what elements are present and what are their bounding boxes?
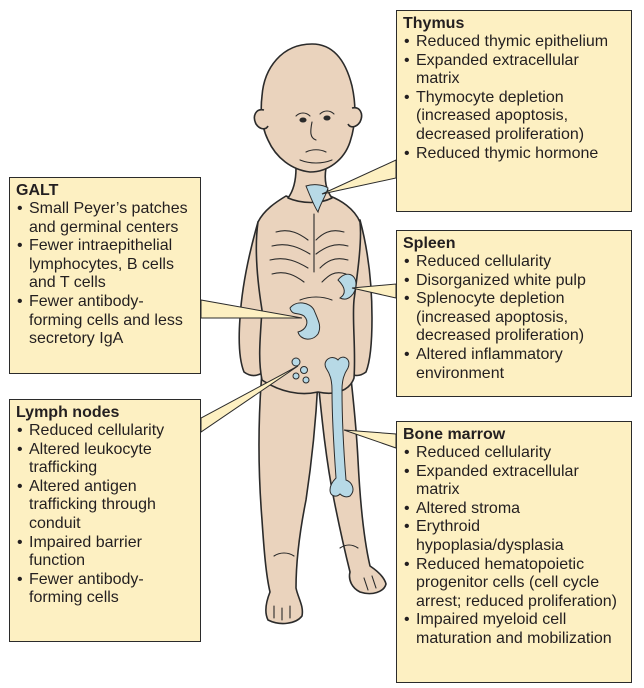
thymus-callout-box: Thymus Reduced thymic epithelium Expande… <box>396 10 632 212</box>
lymph-nodes-callout-box: Lymph nodes Reduced cellularity Altered … <box>9 399 201 642</box>
list-item: Expanded extracellular matrix <box>403 463 626 500</box>
list-item: Thymocyte depletion (increased apoptosis… <box>403 89 626 145</box>
list-item: Reduced hematopoietic progenitor cells (… <box>403 556 626 612</box>
galt-callout-box: GALT Small Peyer’s patches and germinal … <box>9 177 201 374</box>
lymph-node-organ <box>303 377 309 383</box>
list-item: Expanded extracellular matrix <box>403 52 626 89</box>
list-item: Reduced thymic epithelium <box>403 33 626 52</box>
list-item: Altered antigen trafficking through cond… <box>16 478 195 534</box>
list-item: Altered stroma <box>403 500 626 519</box>
spleen-list: Reduced cellularity Disorganized white p… <box>403 253 626 383</box>
lymph-node-organ <box>301 367 308 374</box>
spleen-callout-box: Spleen Reduced cellularity Disorganized … <box>396 230 632 397</box>
list-item: Fewer intraepithelial lymphocytes, B cel… <box>16 237 195 293</box>
list-item: Reduced cellularity <box>403 444 626 463</box>
galt-title: GALT <box>16 181 195 200</box>
list-item: Small Peyer’s patches and germinal cente… <box>16 200 195 237</box>
spleen-title: Spleen <box>403 234 626 253</box>
list-item: Erythroid hypoplasia/dysplasia <box>403 518 626 555</box>
thymus-title: Thymus <box>403 14 626 33</box>
lymph-node-organ <box>293 373 299 379</box>
list-item: Altered leukocyte trafficking <box>16 441 195 478</box>
bone-marrow-callout-box: Bone marrow Reduced cellularity Expanded… <box>396 421 632 683</box>
list-item: Fewer antibody-forming cells <box>16 571 195 608</box>
list-item: Disorganized white pulp <box>403 272 626 291</box>
list-item: Reduced cellularity <box>403 253 626 272</box>
list-item: Fewer antibody-forming cells and less se… <box>16 293 195 349</box>
list-item: Reduced cellularity <box>16 422 195 441</box>
list-item: Impaired barrier function <box>16 534 195 571</box>
lymph-nodes-title: Lymph nodes <box>16 403 195 422</box>
lymph-nodes-list: Reduced cellularity Altered leukocyte tr… <box>16 422 195 608</box>
list-item: Reduced thymic hormone <box>403 145 626 164</box>
list-item: Altered inflammatory environment <box>403 346 626 383</box>
bone-marrow-list: Reduced cellularity Expanded extracellul… <box>403 444 626 649</box>
list-item: Splenocyte depletion (increased apoptosi… <box>403 290 626 346</box>
lymph-node-organ <box>292 358 300 366</box>
galt-list: Small Peyer’s patches and germinal cente… <box>16 200 195 349</box>
thymus-list: Reduced thymic epithelium Expanded extra… <box>403 33 626 163</box>
bone-marrow-title: Bone marrow <box>403 425 626 444</box>
list-item: Impaired myeloid cell maturation and mob… <box>403 611 626 648</box>
